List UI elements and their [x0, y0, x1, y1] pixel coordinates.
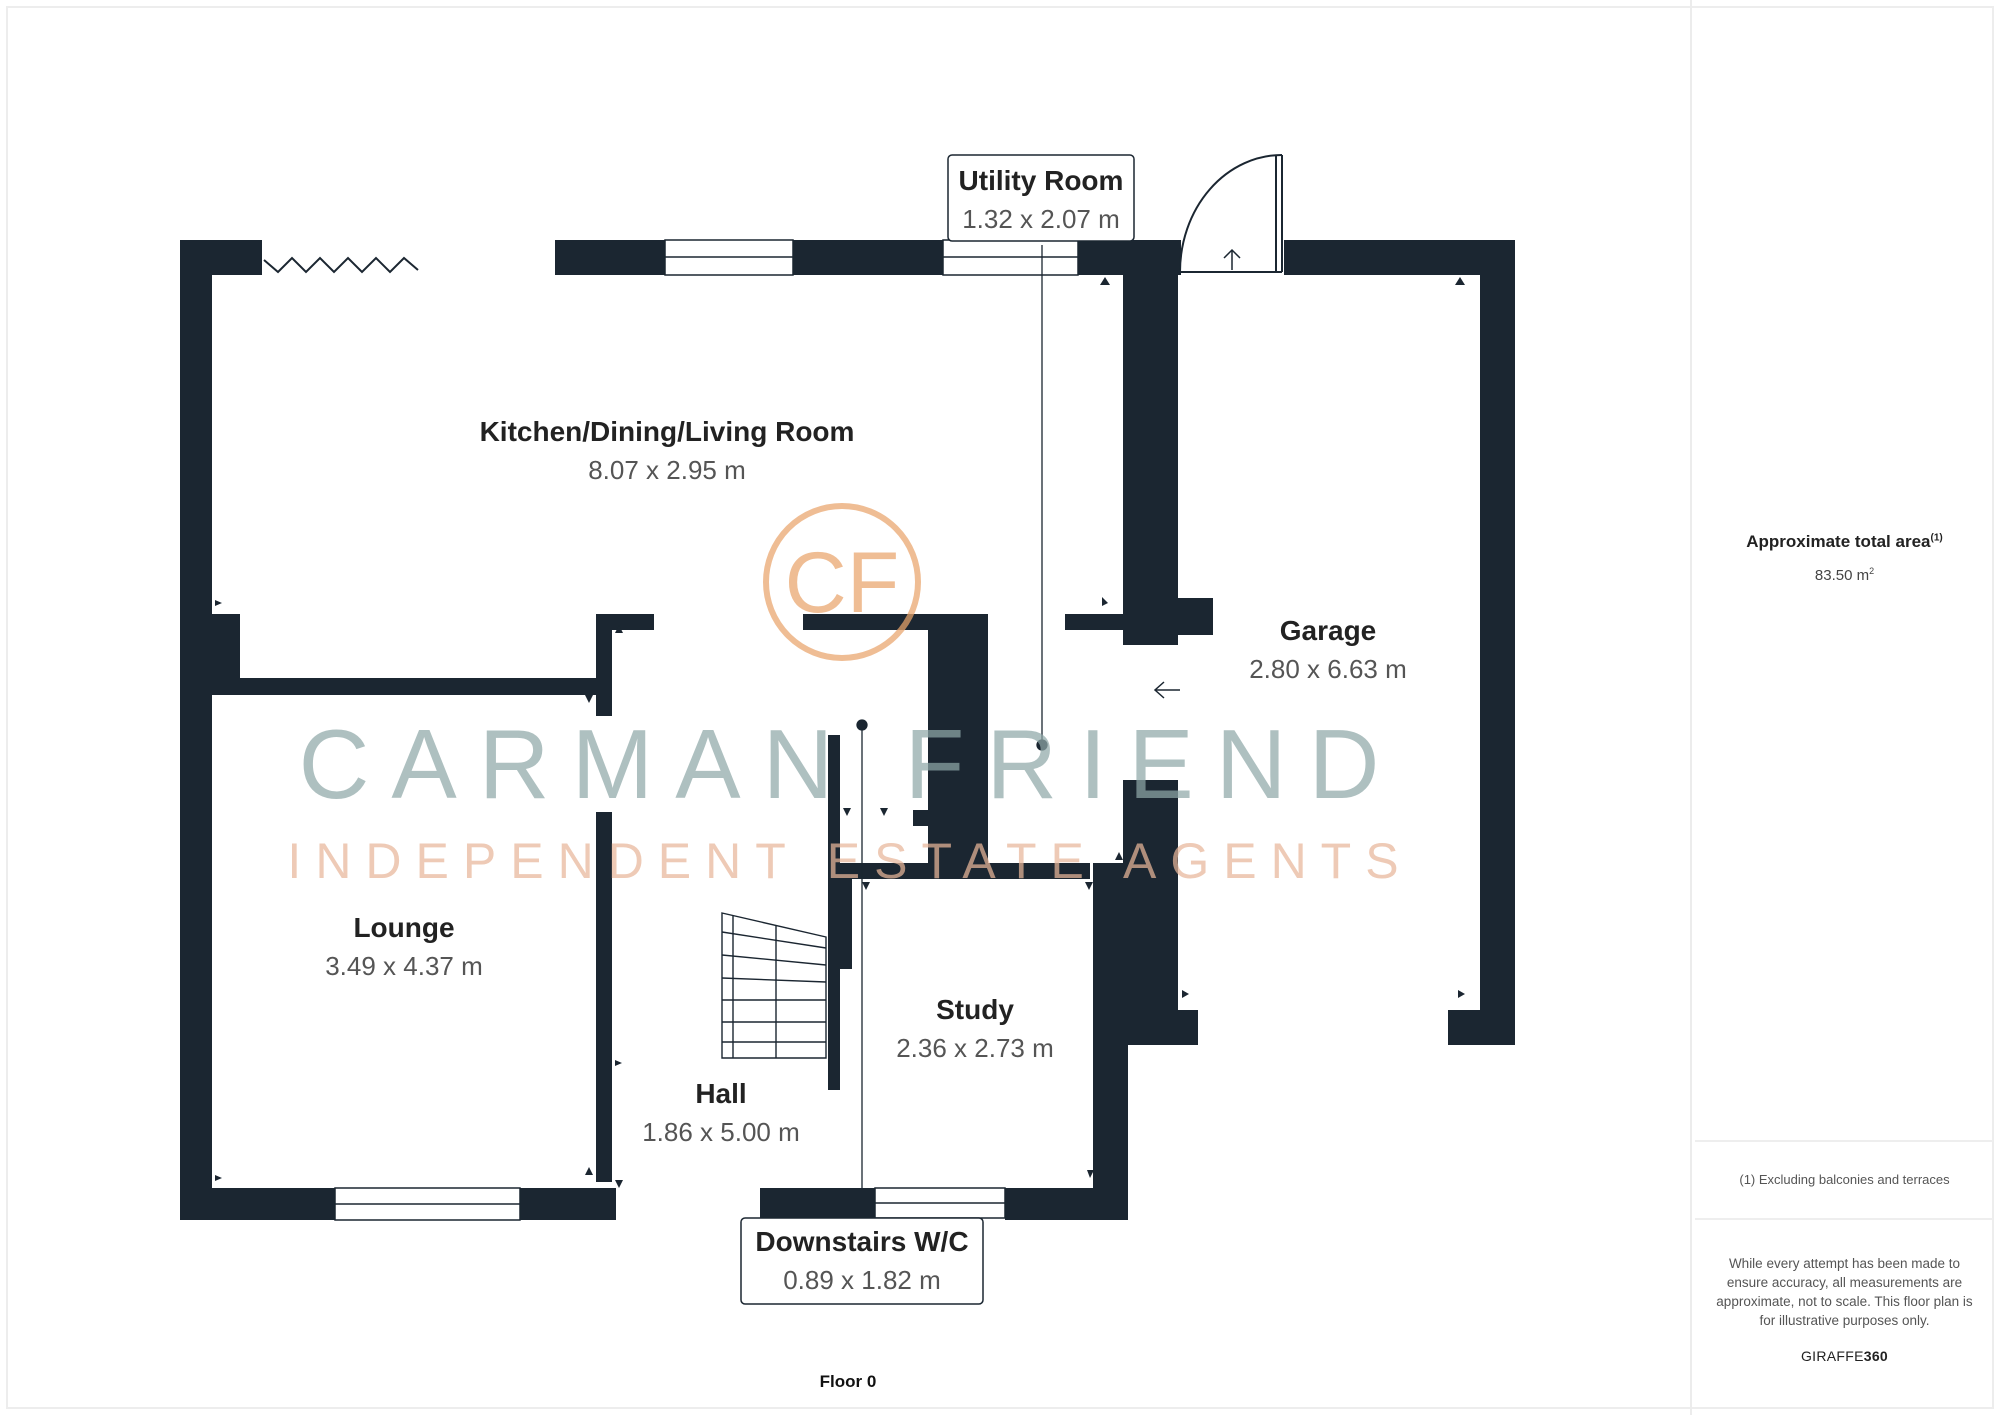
wall-garage-nib	[1178, 598, 1213, 635]
wall-garage-right	[1480, 240, 1515, 1045]
watermark-brand-sub: INDEPENDENT ESTATE AGENTS	[287, 833, 1412, 889]
sidebar-divider	[1690, 0, 1692, 1415]
wall-lounge-top-right	[596, 614, 612, 716]
wall-cupboard-right	[928, 614, 988, 864]
wall-top-middle-b	[793, 240, 943, 275]
wall-bottom-lounge-left	[180, 1188, 335, 1220]
wall-garage-left-lower	[1123, 780, 1178, 1045]
wall-kitchen-lounge	[212, 678, 612, 695]
study-name: Study	[936, 994, 1014, 1025]
wall-study-top	[840, 863, 1090, 879]
brand-light: GIRAFFE	[1800, 1348, 1864, 1364]
area-title-note: (1)	[1930, 532, 1943, 544]
utility-name: Utility Room	[959, 165, 1124, 196]
garage-size: 2.80 x 6.63 m	[1249, 654, 1407, 684]
wall-left-outer	[180, 240, 212, 1220]
wall-study-right	[1093, 863, 1128, 1218]
watermark: CF CARMAN FRIEND INDEPENDENT ESTATE AGEN…	[287, 503, 1412, 889]
arrow-left-icon	[1153, 681, 1180, 699]
area-value: 83.50 m2	[1692, 566, 1997, 584]
wall-study-left	[840, 879, 852, 969]
lounge-name: Lounge	[353, 912, 454, 943]
staircase-icon	[721, 912, 827, 1059]
watermark-monogram: CF	[785, 535, 900, 631]
corner-markers	[215, 277, 1465, 1188]
disclaimer: While every attempt has been made to ens…	[1716, 1256, 1973, 1328]
wall-garage-left	[1123, 240, 1178, 645]
room-labels: Kitchen/Dining/Living Room 8.07 x 2.95 m…	[325, 165, 1407, 1295]
utility-door-icon	[1179, 154, 1283, 273]
label-boxes	[740, 154, 1135, 1305]
wall-kitchen-jog	[180, 614, 240, 678]
wall-garage-bottom-left	[1128, 1010, 1198, 1045]
windows	[334, 239, 1079, 1221]
utility-size: 1.32 x 2.07 m	[962, 204, 1120, 234]
area-title-text: Approximate total area	[1746, 532, 1931, 551]
watermark-brand-main: CARMAN FRIEND	[299, 709, 1402, 819]
area-title: Approximate total area(1)	[1692, 532, 1997, 552]
wc-name: Downstairs W/C	[755, 1226, 968, 1257]
wall-lounge-right	[596, 812, 612, 1182]
area-footnote: (1) Excluding balconies and terraces	[1739, 1172, 1950, 1187]
study-size: 2.36 x 2.73 m	[896, 1033, 1054, 1063]
wall-bottom-lounge-right	[520, 1188, 616, 1220]
wall-utility-stub	[1065, 614, 1123, 630]
wc-label-box	[740, 1217, 984, 1305]
wall-bottom-wc	[760, 1188, 875, 1218]
wc-size: 0.89 x 1.82 m	[783, 1265, 941, 1295]
wall-cupboard-inner	[913, 810, 933, 826]
sidebar-separator-1	[1695, 1140, 1993, 1142]
kitchen-name: Kitchen/Dining/Living Room	[480, 416, 855, 447]
wall-hall-top-stub	[596, 614, 654, 630]
arrow-up-icon	[1223, 248, 1241, 270]
watermark-monogram-ring	[763, 503, 921, 661]
floor-plan-drawing: CF CARMAN FRIEND INDEPENDENT ESTATE AGEN…	[180, 154, 1515, 1305]
wall-top-middle-a	[555, 240, 665, 275]
sidebar-separator-2	[1695, 1218, 1993, 1220]
bifold-door-icon	[263, 256, 419, 274]
brand-bold: 360	[1863, 1348, 1889, 1364]
wall-stair-stub	[828, 735, 840, 1090]
lounge-size: 3.49 x 4.37 m	[325, 951, 483, 981]
giraffe-brand: GIRAFFE360	[1692, 1348, 1997, 1364]
garage-name: Garage	[1280, 615, 1377, 646]
dimension-lines	[856, 245, 1048, 1188]
walls	[180, 240, 1515, 1220]
floor-label: Floor 0	[819, 1372, 877, 1391]
hall-size: 1.86 x 5.00 m	[642, 1117, 800, 1147]
hall-name: Hall	[695, 1078, 746, 1109]
area-unit-sup: 2	[1869, 566, 1875, 576]
area-value-text: 83.50 m	[1814, 567, 1870, 584]
kitchen-size: 8.07 x 2.95 m	[588, 455, 746, 485]
wall-garage-bottom-right	[1448, 1010, 1515, 1045]
wall-top-garage	[1284, 240, 1515, 275]
utility-label-box	[947, 154, 1135, 242]
